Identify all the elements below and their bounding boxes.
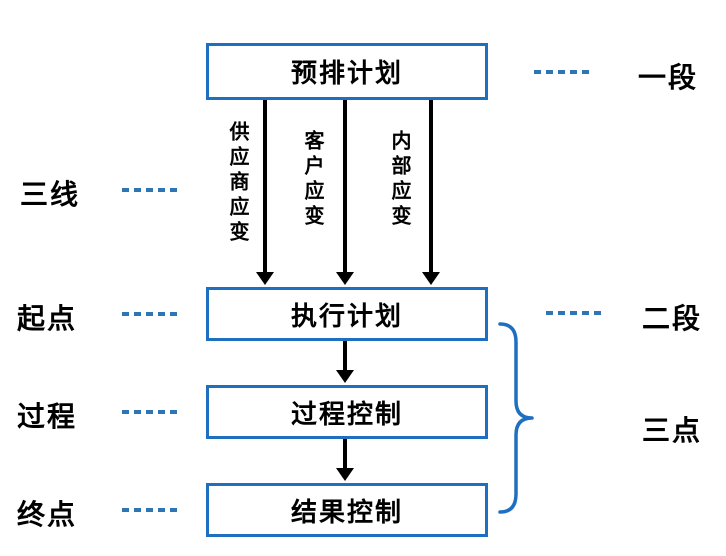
dash-line-segment-one	[534, 70, 592, 74]
dash-line-end-point	[122, 508, 180, 512]
arrow-shaft	[343, 439, 347, 469]
branch-label-supplier: 供应商应变	[226, 121, 250, 246]
left-label-three-lines: 三线	[20, 178, 81, 211]
left-label-start-point: 起点	[17, 302, 78, 335]
branch-label-customer: 客户应变	[301, 130, 325, 230]
dash-line-three-lines	[122, 188, 180, 192]
node-plan-label: 预排计划	[290, 59, 403, 89]
right-label-segment-one: 一段	[638, 61, 699, 94]
dash-line-segment-two	[546, 311, 604, 315]
arrow-execute-to-process	[336, 341, 354, 383]
arrow-shaft	[429, 100, 433, 273]
dash-line-process	[122, 410, 180, 414]
arrow-shaft	[263, 100, 267, 273]
arrow-head-icon	[256, 272, 274, 285]
arrow-head-icon	[336, 370, 354, 383]
branch-label-internal: 内部应变	[388, 130, 412, 230]
arrow-head-icon	[336, 468, 354, 481]
node-result-box: 结果控制	[206, 483, 488, 537]
node-process-label: 过程控制	[290, 399, 403, 430]
arrow-process-to-result	[336, 439, 354, 481]
arrow-customer	[336, 100, 354, 285]
dash-line-start-point	[122, 312, 180, 316]
left-label-end-point: 终点	[17, 498, 78, 531]
node-process-box: 过程控制	[206, 385, 488, 439]
arrow-head-icon	[422, 272, 440, 285]
right-label-three-points: 三点	[642, 414, 703, 447]
node-execute-box: 执行计划	[206, 287, 488, 341]
arrow-shaft	[343, 100, 347, 273]
node-plan-box: 预排计划	[206, 43, 488, 100]
arrow-supplier	[256, 100, 274, 285]
left-label-process: 过程	[17, 400, 78, 433]
curly-brace-icon	[498, 322, 534, 514]
arrow-internal	[422, 100, 440, 285]
node-execute-label: 执行计划	[290, 301, 403, 332]
arrow-shaft	[343, 341, 347, 371]
node-result-label: 结果控制	[290, 497, 403, 528]
right-label-segment-two: 二段	[642, 302, 703, 335]
arrow-head-icon	[336, 272, 354, 285]
